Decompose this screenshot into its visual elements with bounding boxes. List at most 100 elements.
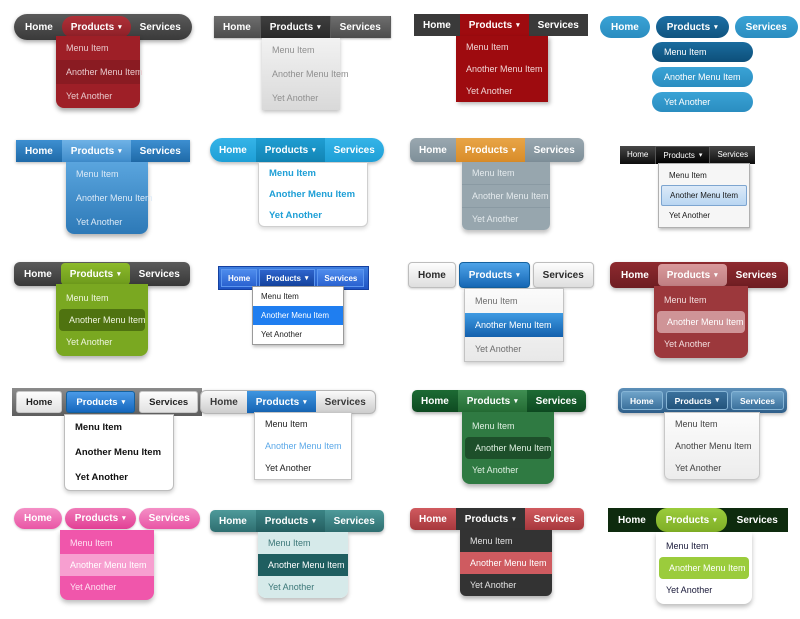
nav-item-services[interactable]: Services [736,514,778,526]
dropdown-item-another-menu-item[interactable]: Another Menu Item [675,441,752,451]
nav-item-home[interactable]: Home [221,269,258,287]
nav-item-services[interactable]: Services [138,268,180,280]
dropdown-item-another-menu-item[interactable]: Another Menu Item [652,67,753,87]
nav-item-products[interactable]: Products▾ [455,508,525,530]
nav-item-services[interactable]: Services [333,144,375,156]
nav-item-home[interactable]: Home [419,513,447,525]
nav-item-services[interactable]: Services [333,515,375,527]
dropdown-item-menu-item[interactable]: Menu Item [466,42,509,52]
dropdown-item-another-menu-item[interactable]: Another Menu Item [460,552,552,574]
dropdown-item-another-menu-item[interactable]: Another Menu Item [265,441,342,451]
dropdown-item-menu-item[interactable]: Menu Item [675,419,718,429]
nav-item-products[interactable]: Products▾ [457,390,527,412]
nav-item-products[interactable]: Products▾ [655,16,729,38]
dropdown-item-another-menu-item[interactable]: Another Menu Item [59,309,146,331]
nav-item-home[interactable]: Home [621,269,649,281]
nav-item-products[interactable]: Products▾ [655,508,727,532]
dropdown-item-yet-another[interactable]: Yet Another [261,330,303,339]
dropdown-item-another-menu-item[interactable]: Another Menu Item [465,437,552,459]
dropdown-item-another-menu-item[interactable]: Another Menu Item [56,60,143,84]
nav-item-services[interactable]: Services [331,16,391,38]
nav-item-services[interactable]: Services [730,391,784,410]
dropdown-item-yet-another[interactable]: Yet Another [652,92,753,112]
nav-item-services[interactable]: Services [735,269,777,281]
dropdown-item-another-menu-item[interactable]: Another Menu Item [75,447,162,458]
nav-item-services[interactable]: Services [532,262,594,288]
nav-item-services[interactable]: Services [533,144,575,156]
dropdown-item-another-menu-item[interactable]: Another Menu Item [60,554,154,576]
nav-item-home[interactable]: Home [408,262,456,288]
dropdown-item-menu-item[interactable]: Menu Item [666,541,709,551]
dropdown-item-yet-another[interactable]: Yet Another [66,337,113,347]
dropdown-item-yet-another[interactable]: Yet Another [70,582,117,592]
nav-item-products[interactable]: Products▾ [255,138,325,162]
dropdown-item-yet-another[interactable]: Yet Another [472,465,519,475]
nav-item-home[interactable]: Home [214,16,261,38]
dropdown-item-menu-item[interactable]: Menu Item [652,42,753,62]
nav-item-home[interactable]: Home [600,16,650,38]
nav-item-services[interactable]: Services [324,396,366,408]
nav-item-products[interactable]: Products▾ [665,391,728,410]
nav-item-home[interactable]: Home [421,395,449,407]
nav-item-products[interactable]: Products▾ [66,391,136,413]
dropdown-item-menu-item[interactable]: Menu Item [258,532,348,554]
nav-item-home[interactable]: Home [25,145,53,157]
dropdown-item-menu-item[interactable]: Menu Item [272,45,315,55]
nav-item-home[interactable]: Home [210,396,238,408]
nav-item-home[interactable]: Home [24,268,52,280]
dropdown-item-another-menu-item[interactable]: Another Menu Item [465,313,563,337]
dropdown-item-another-menu-item[interactable]: Another Menu Item [661,185,747,206]
dropdown-item-menu-item[interactable]: Menu Item [75,422,122,433]
dropdown-item-another-menu-item[interactable]: Another Menu Item [466,64,543,74]
dropdown-item-menu-item[interactable]: Menu Item [669,171,707,180]
nav-item-home[interactable]: Home [618,514,646,526]
dropdown-item-yet-another[interactable]: Yet Another [669,211,711,220]
nav-item-products[interactable]: Products▾ [458,262,530,288]
dropdown-item-yet-another[interactable]: Yet Another [66,91,113,101]
dropdown-item-menu-item[interactable]: Menu Item [66,293,109,303]
nav-item-home[interactable]: Home [25,21,53,33]
dropdown-item-another-menu-item[interactable]: Another Menu Item [462,185,550,208]
nav-item-home[interactable]: Home [627,150,649,159]
nav-item-services[interactable]: Services [535,395,577,407]
nav-item-products[interactable]: Products▾ [657,264,727,286]
nav-item-services[interactable]: Services [139,145,181,157]
dropdown-item-yet-another[interactable]: Yet Another [675,463,722,473]
nav-item-products[interactable]: Products▾ [61,140,131,162]
nav-item-home[interactable]: Home [419,144,447,156]
dropdown-item-menu-item[interactable]: Menu Item [261,292,299,301]
dropdown-item-yet-another[interactable]: Yet Another [666,585,713,595]
nav-item-products[interactable]: Products▾ [655,146,711,164]
dropdown-item-menu-item[interactable]: Menu Item [472,421,515,431]
dropdown-item-menu-item[interactable]: Menu Item [76,169,119,179]
nav-item-products[interactable]: Products▾ [61,16,131,38]
nav-item-services[interactable]: Services [734,16,798,38]
dropdown-item-another-menu-item[interactable]: Another Menu Item [76,193,153,203]
dropdown-item-another-menu-item[interactable]: Another Menu Item [272,69,349,79]
dropdown-item-another-menu-item[interactable]: Another Menu Item [269,189,356,200]
nav-item-services[interactable]: Services [317,269,365,287]
nav-item-services[interactable]: Services [717,150,749,159]
dropdown-item-yet-another[interactable]: Yet Another [664,339,711,349]
nav-item-products[interactable]: Products▾ [60,263,130,285]
nav-item-home[interactable]: Home [14,508,62,529]
dropdown-item-menu-item[interactable]: Menu Item [475,296,518,306]
dropdown-item-menu-item[interactable]: Menu Item [470,536,513,546]
dropdown-item-yet-another[interactable]: Yet Another [470,580,517,590]
nav-item-services[interactable]: Services [533,513,575,525]
nav-item-services[interactable]: Services [138,508,200,529]
dropdown-item-menu-item[interactable]: Menu Item [269,168,316,179]
nav-item-home[interactable]: Home [219,144,247,156]
dropdown-item-another-menu-item[interactable]: Another Menu Item [659,557,749,579]
dropdown-item-menu-item[interactable]: Menu Item [265,419,308,429]
dropdown-item-menu-item[interactable]: Menu Item [664,295,707,305]
nav-item-home[interactable]: Home [621,391,663,410]
dropdown-item-another-menu-item[interactable]: Another Menu Item [253,306,343,325]
dropdown-item-yet-another[interactable]: Yet Another [258,576,348,598]
dropdown-item-another-menu-item[interactable]: Another Menu Item [258,554,348,576]
nav-item-services[interactable]: Services [537,19,579,31]
nav-item-products[interactable]: Products▾ [246,391,316,413]
nav-item-services[interactable]: Services [139,21,181,33]
nav-item-products[interactable]: Products▾ [259,269,316,287]
nav-item-products[interactable]: Products▾ [459,14,529,36]
